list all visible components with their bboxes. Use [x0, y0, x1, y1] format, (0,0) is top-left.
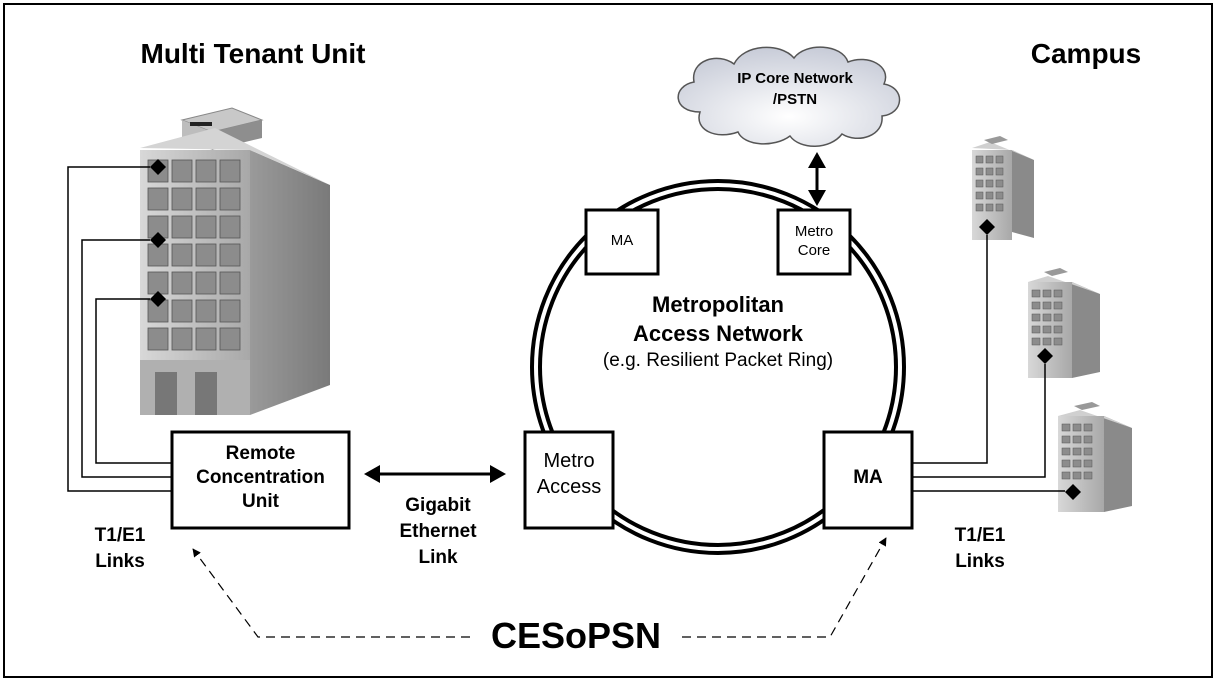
t1e1-lines-right — [912, 235, 1065, 492]
mtu-connection-points — [150, 159, 166, 307]
gigabit-ethernet-arrow — [364, 465, 506, 483]
campus-building-1 — [972, 136, 1034, 240]
campus-building-3 — [1058, 402, 1132, 512]
ip-core-cloud — [677, 46, 901, 147]
core-uplink-arrow — [808, 152, 826, 206]
remote-concentration-unit-box — [170, 430, 351, 530]
t1e1-left-label: T1/E1 Links — [70, 523, 170, 575]
cloud-label-line1: IP Core Network — [737, 70, 853, 87]
cesopsn-dashed-path — [192, 537, 887, 638]
t1e1-right-label: T1/E1 Links — [930, 523, 1030, 575]
ring-subtitle: (e.g. Resilient Packet Ring) — [602, 350, 834, 371]
campus-building-2 — [1028, 268, 1100, 378]
ma-node-right-label: MA — [853, 467, 883, 488]
cloud-label-line2: /PSTN — [772, 91, 818, 108]
metro-core-label-line2: Core — [797, 242, 831, 259]
rcu-label-line1: Remote — [225, 443, 296, 464]
metro-access-label-line1: Metro — [543, 450, 595, 472]
metro-access-label: Metro Access — [525, 448, 613, 500]
ring-title-line2: Access Network — [633, 321, 803, 346]
gige-label: Gigabit Ethernet Link — [380, 493, 496, 571]
t1e1-left-line1: T1/E1 — [94, 525, 146, 546]
cesopsn-label: CESoPSN — [490, 615, 662, 656]
campus-title: Campus — [1030, 38, 1142, 69]
gige-label-line3: Link — [418, 547, 458, 568]
metro-core-label: Metro Core — [778, 222, 850, 260]
ma-node-right — [822, 430, 914, 530]
ma-node-top — [584, 208, 660, 276]
connection-diamond — [150, 232, 166, 248]
frame-border — [3, 3, 1213, 678]
t1e1-left-line2: Links — [95, 551, 145, 572]
connection-diamond — [150, 159, 166, 175]
connection-diamond — [979, 219, 995, 235]
campus-connection-points — [979, 219, 1081, 500]
metro-access-node — [523, 430, 615, 530]
connection-diamond — [1037, 348, 1053, 364]
metro-core-node — [776, 208, 852, 276]
ring-title-line1: Metropolitan — [652, 292, 784, 317]
rcu-label-line3: Unit — [242, 491, 279, 512]
gige-label-line1: Gigabit — [405, 495, 471, 516]
t1e1-lines-left — [67, 166, 172, 492]
mtu-title: Multi Tenant Unit — [140, 38, 366, 69]
connection-diamond — [1065, 484, 1081, 500]
metro-ring — [530, 179, 906, 555]
metro-core-label-line1: Metro — [794, 223, 834, 240]
gige-label-line2: Ethernet — [399, 521, 477, 542]
t1e1-right-line2: Links — [955, 551, 1005, 572]
rcu-label-line2: Concentration — [196, 467, 325, 488]
rcu-label: Remote Concentration Unit — [172, 442, 349, 514]
mtu-building — [140, 107, 330, 415]
metro-access-label-line2: Access — [536, 476, 602, 498]
cloud-label: IP Core Network /PSTN — [700, 68, 890, 110]
t1e1-right-line1: T1/E1 — [954, 525, 1006, 546]
ring-title: Metropolitan Access Network — [568, 290, 868, 348]
connection-diamond — [150, 291, 166, 307]
ma-node-top-label: MA — [610, 232, 634, 249]
